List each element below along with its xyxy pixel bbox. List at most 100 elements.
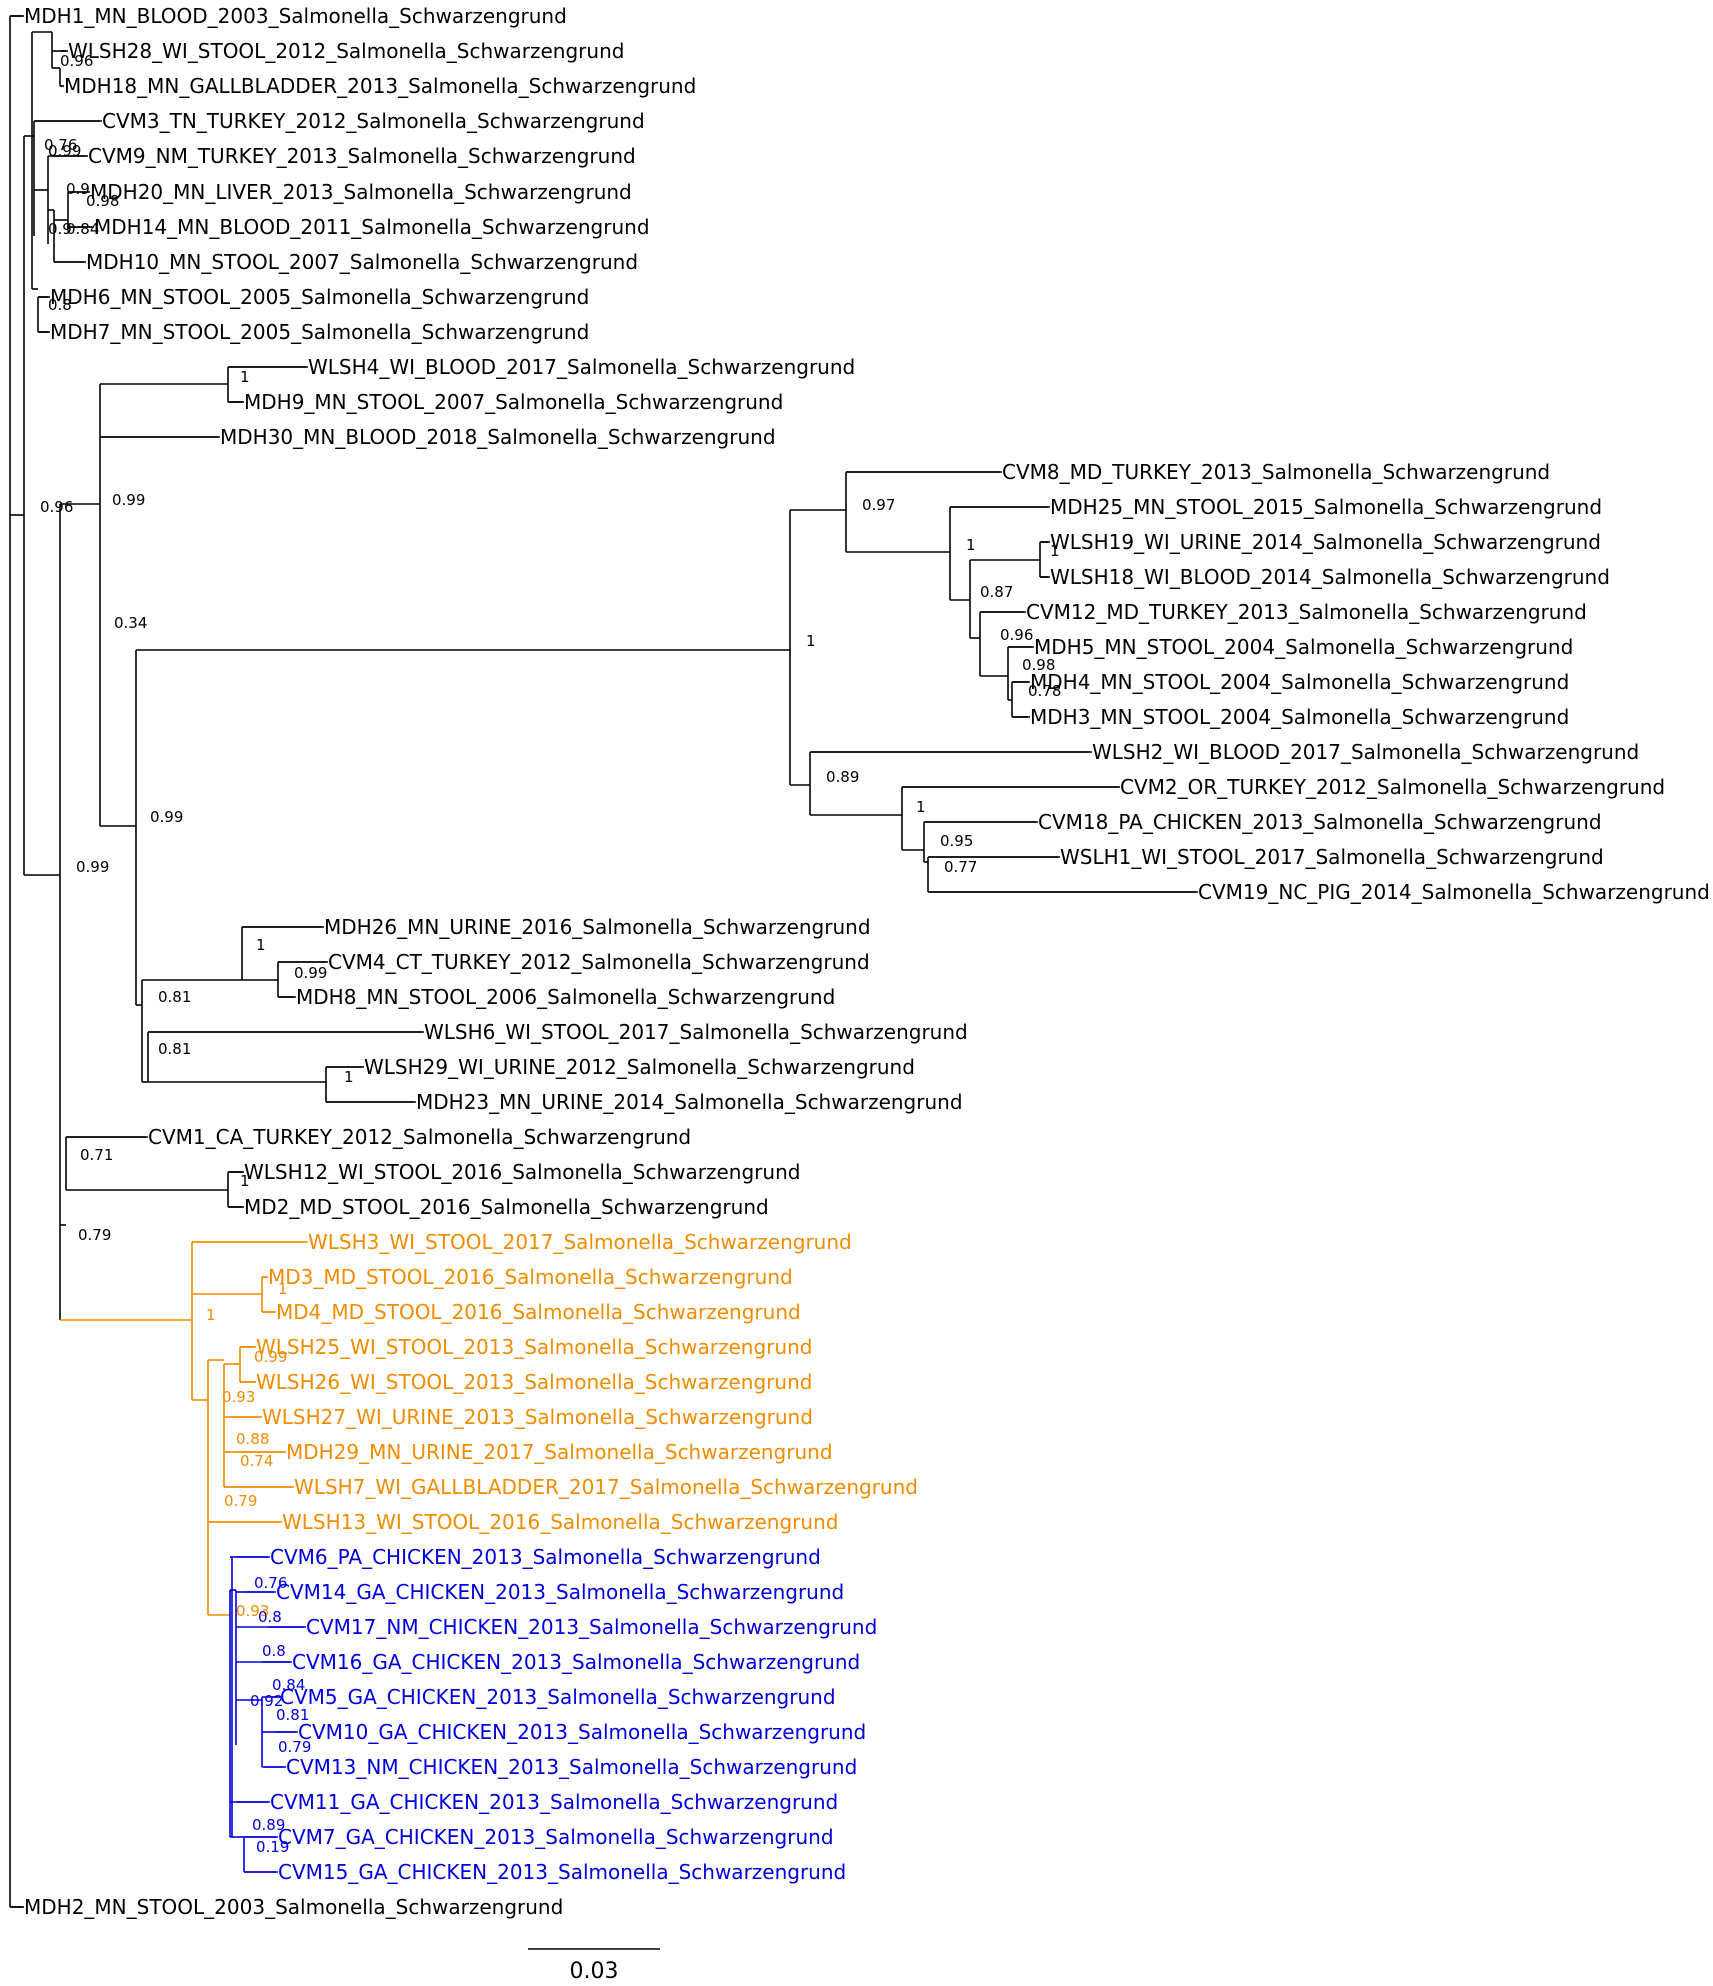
support-value: 1 bbox=[240, 1172, 250, 1190]
tip-label: MDH10_MN_STOOL_2007_Salmonella_Schwarzen… bbox=[86, 250, 638, 274]
support-value: 0.93 bbox=[236, 1602, 269, 1620]
support-value: 0.95 bbox=[940, 832, 973, 850]
tip-label: CVM16_GA_CHICKEN_2013_Salmonella_Schwarz… bbox=[292, 1650, 860, 1674]
support-value: 0.79 bbox=[278, 1738, 311, 1756]
tip-label: MD4_MD_STOOL_2016_Salmonella_Schwarzengr… bbox=[276, 1300, 801, 1324]
support-value: 1 bbox=[916, 798, 926, 816]
tip-label: WLSH12_WI_STOOL_2016_Salmonella_Schwarze… bbox=[244, 1160, 800, 1184]
tip-label: MDH26_MN_URINE_2016_Salmonella_Schwarzen… bbox=[324, 915, 871, 939]
support-value: 1 bbox=[206, 1306, 216, 1324]
support-value: 1 bbox=[344, 1068, 354, 1086]
tip-label: CVM13_NM_CHICKEN_2013_Salmonella_Schwarz… bbox=[286, 1755, 857, 1779]
tip-label: CVM19_NC_PIG_2014_Salmonella_Schwarzengr… bbox=[1198, 880, 1710, 904]
tip-label: MDH20_MN_LIVER_2013_Salmonella_Schwarzen… bbox=[90, 180, 632, 204]
support-value: 0.79 bbox=[78, 1226, 111, 1244]
support-value: 0.77 bbox=[944, 858, 977, 876]
support-value: 0.96 bbox=[60, 52, 93, 70]
support-value: 1 bbox=[278, 1280, 288, 1298]
support-value: 0.71 bbox=[80, 1146, 113, 1164]
tip-label: MDH29_MN_URINE_2017_Salmonella_Schwarzen… bbox=[286, 1440, 833, 1464]
support-value: 0.97 bbox=[862, 496, 895, 514]
tip-labels: MDH1_MN_BLOOD_2003_Salmonella_Schwarzeng… bbox=[24, 4, 1710, 1919]
support-value: 1 bbox=[806, 632, 816, 650]
support-value: 1 bbox=[240, 368, 250, 386]
tip-label: CVM15_GA_CHICKEN_2013_Salmonella_Schwarz… bbox=[278, 1860, 846, 1884]
tip-label: MDH23_MN_URINE_2014_Salmonella_Schwarzen… bbox=[416, 1090, 963, 1114]
support-value: 0.78 bbox=[1028, 682, 1061, 700]
support-value: 0.89 bbox=[252, 1816, 285, 1834]
tip-label: WLSH18_WI_BLOOD_2014_Salmonella_Schwarze… bbox=[1050, 565, 1610, 589]
tip-label: MDH25_MN_STOOL_2015_Salmonella_Schwarzen… bbox=[1050, 495, 1602, 519]
tip-label: MD2_MD_STOOL_2016_Salmonella_Schwarzengr… bbox=[244, 1195, 769, 1219]
tip-label: CVM14_GA_CHICKEN_2013_Salmonella_Schwarz… bbox=[276, 1580, 844, 1604]
support-value: 0.99 bbox=[112, 491, 145, 509]
tip-label: MDH5_MN_STOOL_2004_Salmonella_Schwarzeng… bbox=[1034, 635, 1573, 659]
scale-bar: 0.03 bbox=[528, 1948, 660, 1984]
support-value: 0.34 bbox=[114, 614, 147, 632]
support-value: 0.99 bbox=[48, 142, 81, 160]
tip-label: MD3_MD_STOOL_2016_Salmonella_Schwarzengr… bbox=[268, 1265, 793, 1289]
tip-label: CVM3_TN_TURKEY_2012_Salmonella_Schwarzen… bbox=[102, 109, 645, 133]
support-value: 0.81 bbox=[158, 988, 191, 1006]
tip-label: CVM10_GA_CHICKEN_2013_Salmonella_Schwarz… bbox=[298, 1720, 866, 1744]
tip-label: CVM12_MD_TURKEY_2013_Salmonella_Schwarze… bbox=[1026, 600, 1587, 624]
tree-branches bbox=[9, 15, 1198, 1908]
support-value: 0.98 bbox=[86, 192, 119, 210]
support-value: 0.87 bbox=[980, 583, 1013, 601]
tip-label: CVM4_CT_TURKEY_2012_Salmonella_Schwarzen… bbox=[328, 950, 870, 974]
tip-label: WLSH26_WI_STOOL_2013_Salmonella_Schwarze… bbox=[256, 1370, 812, 1394]
tip-label: MDH4_MN_STOOL_2004_Salmonella_Schwarzeng… bbox=[1030, 670, 1569, 694]
tip-label: MDH6_MN_STOOL_2005_Salmonella_Schwarzeng… bbox=[50, 285, 589, 309]
tip-label: MDH3_MN_STOOL_2004_Salmonella_Schwarzeng… bbox=[1030, 705, 1569, 729]
tip-label: MDH2_MN_STOOL_2003_Salmonella_Schwarzeng… bbox=[24, 1895, 563, 1919]
support-value: 0.81 bbox=[276, 1706, 309, 1724]
support-value: 0.93 bbox=[222, 1388, 255, 1406]
support-value: 0.8 bbox=[262, 1642, 286, 1660]
tip-label: CVM6_PA_CHICKEN_2013_Salmonella_Schwarze… bbox=[270, 1545, 821, 1569]
support-value: 0.96 bbox=[1000, 626, 1033, 644]
tip-label: MDH14_MN_BLOOD_2011_Salmonella_Schwarzen… bbox=[94, 215, 650, 239]
support-value: 0.84 bbox=[272, 1676, 305, 1694]
support-value: 0.81 bbox=[158, 1040, 191, 1058]
tip-label: CVM1_CA_TURKEY_2012_Salmonella_Schwarzen… bbox=[148, 1125, 691, 1149]
support-value: 0.96 bbox=[40, 498, 73, 516]
support-value: 0.74 bbox=[240, 1452, 273, 1470]
tip-label: WLSH7_WI_GALLBLADDER_2017_Salmonella_Sch… bbox=[294, 1475, 918, 1499]
support-value: 0.79 bbox=[224, 1492, 257, 1510]
support-value: 0.84 bbox=[66, 220, 99, 238]
support-value: 0.98 bbox=[1022, 656, 1055, 674]
tip-label: CVM9_NM_TURKEY_2013_Salmonella_Schwarzen… bbox=[88, 144, 636, 168]
tip-label: WLSH25_WI_STOOL_2013_Salmonella_Schwarze… bbox=[256, 1335, 812, 1359]
support-value: 0.89 bbox=[826, 768, 859, 786]
tip-label: WLSH13_WI_STOOL_2016_Salmonella_Schwarze… bbox=[282, 1510, 838, 1534]
tip-label: MDH18_MN_GALLBLADDER_2013_Salmonella_Sch… bbox=[64, 74, 696, 98]
support-value: 0.92 bbox=[250, 1692, 283, 1710]
support-value: 0.76 bbox=[44, 136, 77, 154]
support-value: 1 bbox=[966, 536, 976, 554]
tip-label: WLSH6_WI_STOOL_2017_Salmonella_Schwarzen… bbox=[424, 1020, 968, 1044]
tip-label: WLSH28_WI_STOOL_2012_Salmonella_Schwarze… bbox=[68, 39, 624, 63]
scale-bar-label: 0.03 bbox=[570, 1959, 619, 1984]
tip-label: CVM7_GA_CHICKEN_2013_Salmonella_Schwarze… bbox=[278, 1825, 834, 1849]
tip-label: CVM5_GA_CHICKEN_2013_Salmonella_Schwarze… bbox=[280, 1685, 836, 1709]
tip-label: WLSH27_WI_URINE_2013_Salmonella_Schwarze… bbox=[262, 1405, 813, 1429]
support-value: 0.99 bbox=[76, 858, 109, 876]
support-value: 1 bbox=[1050, 542, 1060, 560]
tip-label: WLSH2_WI_BLOOD_2017_Salmonella_Schwarzen… bbox=[1092, 740, 1639, 764]
tip-label: WLSH19_WI_URINE_2014_Salmonella_Schwarze… bbox=[1050, 530, 1601, 554]
support-value: 0.76 bbox=[254, 1574, 287, 1592]
support-value: 0.9 bbox=[66, 180, 90, 198]
support-value: 1 bbox=[256, 936, 266, 954]
support-value: 0.8 bbox=[258, 1608, 282, 1626]
tip-label: WLSH4_WI_BLOOD_2017_Salmonella_Schwarzen… bbox=[308, 355, 855, 379]
support-value: 0.8 bbox=[48, 296, 72, 314]
tip-label: CVM2_OR_TURKEY_2012_Salmonella_Schwarzen… bbox=[1120, 775, 1665, 799]
tip-label: WSLH1_WI_STOOL_2017_Salmonella_Schwarzen… bbox=[1060, 845, 1604, 869]
tip-label: MDH7_MN_STOOL_2005_Salmonella_Schwarzeng… bbox=[50, 320, 589, 344]
tip-label: CVM18_PA_CHICKEN_2013_Salmonella_Schwarz… bbox=[1038, 810, 1602, 834]
support-value: 0.9 bbox=[48, 220, 72, 238]
support-value: 0.99 bbox=[254, 1348, 287, 1366]
support-value: 0.19 bbox=[256, 1838, 289, 1856]
